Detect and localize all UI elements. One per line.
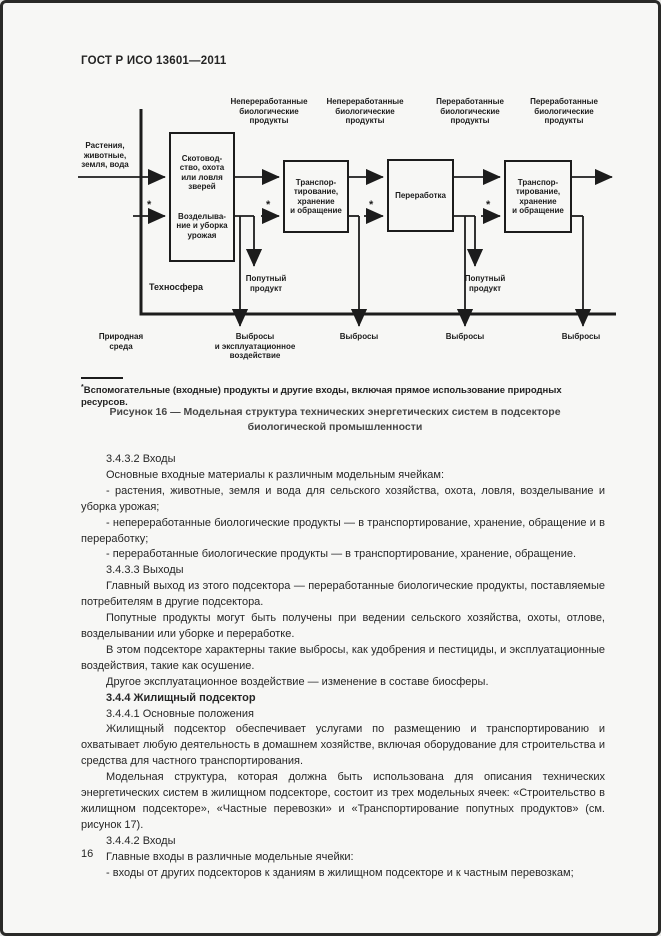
heading-3-4-4: 3.4.4 Жилищный подсектор xyxy=(106,691,256,704)
box-transport-1-label: Транспор- тирование, хранение и обращени… xyxy=(290,177,342,216)
paragraph: Главный выход из этого подсектора — пере… xyxy=(81,580,605,609)
label-natural-environment: Природная среда xyxy=(98,332,144,351)
paragraph: Главные входы в различные модельные ячей… xyxy=(106,850,354,863)
paragraph: Другое эксплуатационное воздействие — из… xyxy=(106,675,489,688)
figure-16-diagram: Непереработанные биологические продукты … xyxy=(3,3,658,433)
list-item: - растения, животные, земля и вода для с… xyxy=(81,484,605,513)
heading-3-4-4-1: 3.4.4.1 Основные положения xyxy=(106,707,254,720)
box-transport-storage-1: Транспор- тирование, хранение и обращени… xyxy=(283,160,349,233)
asterisk-marker-4: * xyxy=(486,199,491,211)
box-processing-label: Переработка xyxy=(395,190,446,200)
figure-footnote: *Вспомогательные (входные) продукты и др… xyxy=(81,382,589,409)
diagram-lines xyxy=(78,109,616,327)
box-transport-2-label: Транспор- тирование, хранение и обращени… xyxy=(512,177,564,216)
paragraph: Основные входные материалы к различным м… xyxy=(106,468,445,481)
list-item: - переработанные биологические продукты … xyxy=(106,548,577,561)
label-emissions-operational: Выбросы и эксплуатационное воздействие xyxy=(214,332,296,360)
paragraph: Попутные продукты могут быть получены пр… xyxy=(81,612,605,640)
document-code: ГОСТ Р ИСО 13601—2011 xyxy=(81,55,227,67)
label-byproduct-2: Попутный продукт xyxy=(464,274,506,293)
label-processed-products-2: Переработанные биологические продукты xyxy=(530,97,598,125)
paragraph: Жилищный подсектор обеспечивает услугами… xyxy=(81,723,605,768)
asterisk-marker-3: * xyxy=(369,199,374,211)
box-transport-storage-2: Транспор- тирование, хранение и обращени… xyxy=(504,160,572,233)
box-livestock-hunting-label: Скотовод- ство, охота или ловля зверей xyxy=(179,153,225,192)
heading-3-4-3-3: 3.4.3.3 Выходы xyxy=(106,564,184,577)
heading-3-4-4-2: 3.4.4.2 Входы xyxy=(106,834,176,847)
label-unprocessed-products-1: Непереработанные биологические продукты xyxy=(230,97,308,125)
heading-3-4-3-2: 3.4.3.2 Входы xyxy=(106,453,176,465)
paragraph: В этом подсекторе характерны такие выбро… xyxy=(81,643,605,672)
figure-16-caption: Рисунок 16 — Модельная структура техниче… xyxy=(109,406,561,433)
label-emissions-3: Выбросы xyxy=(445,332,485,341)
list-item: - входы от других подсекторов к зданиям … xyxy=(106,866,574,879)
footnote-separator xyxy=(81,377,123,379)
asterisk-marker-2: * xyxy=(266,199,271,211)
label-processed-products-1: Переработанные биологические продукты xyxy=(436,97,504,125)
asterisk-marker-1: * xyxy=(147,199,152,211)
label-byproduct-1: Попутный продукт xyxy=(245,274,287,293)
label-unprocessed-products-2: Непереработанные биологические продукты xyxy=(326,97,404,125)
list-item: - непереработанные биологические продукт… xyxy=(81,516,605,545)
body-text: 3.4.3.2 Входы Основные входные материалы… xyxy=(81,452,605,881)
paragraph: Модельная структура, которая должна быть… xyxy=(81,771,605,831)
footnote-marker: * xyxy=(81,384,84,391)
page-number: 16 xyxy=(81,848,94,860)
label-emissions-4: Выбросы xyxy=(561,332,601,341)
label-emissions-2: Выбросы xyxy=(339,332,379,341)
label-input-resources: Растения, животные, земля, вода xyxy=(81,141,129,169)
box-processing: Переработка xyxy=(387,159,454,232)
box-agriculture-cell: Скотовод- ство, охота или ловля зверей В… xyxy=(169,132,235,262)
box-farming-harvest-label: Возделыва- ние и уборка урожая xyxy=(176,211,228,240)
byproduct-emission-lines xyxy=(231,215,592,327)
footnote-text: Вспомогательные (входные) продукты и дру… xyxy=(81,385,562,409)
label-technosphere: Техносфера xyxy=(149,282,204,292)
